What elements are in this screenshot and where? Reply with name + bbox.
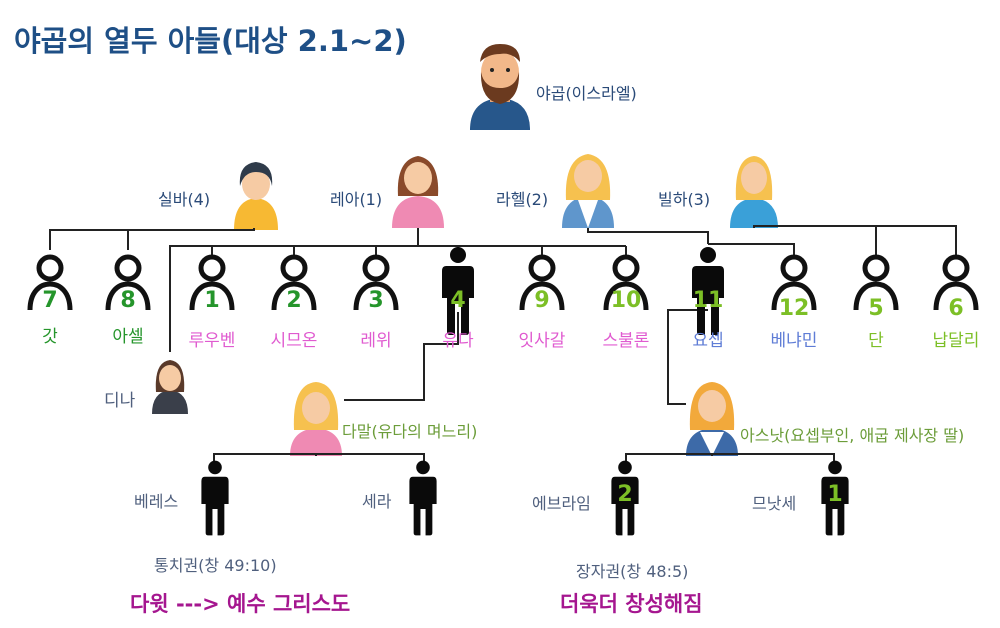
page-title: 야곱의 열두 아들(대상 2.1~2) [14, 24, 407, 58]
prosper-note: 더욱더 창성해짐 [560, 592, 703, 616]
son-number: 2 [286, 288, 302, 313]
son-name: 시므온 [270, 331, 318, 351]
dinah-label: 디나 [104, 391, 136, 411]
son-name: 아셀 [112, 327, 144, 347]
zilpah-avatar [234, 162, 278, 230]
ephraim-label: 에브라임 [532, 494, 591, 513]
son-number: 5 [868, 296, 884, 321]
son-number: 11 [692, 288, 724, 313]
son-name: 잇사갈 [518, 331, 566, 351]
son-number: 1 [204, 288, 220, 313]
perez-label: 베레스 [134, 492, 179, 511]
son-name: 요셉 [692, 331, 724, 351]
bilhah-label: 빌하(3) [658, 190, 711, 209]
son-name: 스불론 [602, 331, 650, 351]
manasseh-number: 1 [827, 482, 843, 507]
tamar-label: 다말(유다의 며느리) [342, 422, 478, 441]
leah-avatar [392, 156, 444, 228]
rachel-avatar [562, 154, 614, 228]
son-number: 4 [450, 288, 466, 313]
son-number: 6 [948, 296, 964, 321]
ephraim-number: 2 [617, 482, 633, 507]
zerah-figure [409, 460, 437, 536]
son-name: 루우벤 [188, 331, 236, 351]
son-name: 베냐민 [770, 331, 818, 351]
jacob-avatar [470, 44, 530, 130]
son-name: 단 [868, 331, 884, 351]
son-number: 10 [610, 288, 642, 313]
son-number: 8 [120, 288, 136, 313]
rachel-label: 라헬(2) [496, 190, 549, 209]
son-number: 9 [534, 288, 550, 313]
asenath-avatar [686, 382, 738, 456]
jacob-label: 야곱(이스라엘) [536, 84, 637, 103]
son-name: 레위 [360, 331, 392, 351]
bilhah-avatar [730, 156, 778, 228]
son-name: 갓 [42, 327, 58, 347]
birthright-note: 장자권(창 48:5) [576, 562, 689, 581]
scepter-note: 통치권(창 49:10) [154, 556, 277, 575]
asenath-label: 아스낫(요셉부인, 애굽 제사장 딸) [740, 426, 965, 445]
son-name: 납달리 [932, 331, 980, 351]
tamar-avatar [290, 382, 342, 456]
zilpah-label: 실바(4) [158, 190, 211, 209]
leah-label: 레아(1) [330, 190, 383, 209]
manasseh-label: 므낫세 [752, 494, 797, 513]
david-jesus-note: 다윗 ---> 예수 그리스도 [130, 592, 351, 616]
zerah-label: 세라 [362, 492, 392, 511]
son-name: 유다 [442, 331, 474, 351]
son-number: 3 [368, 288, 384, 313]
son-number: 12 [778, 296, 810, 321]
perez-figure [201, 460, 229, 536]
son-number: 7 [42, 288, 58, 313]
dinah-avatar [152, 360, 188, 414]
